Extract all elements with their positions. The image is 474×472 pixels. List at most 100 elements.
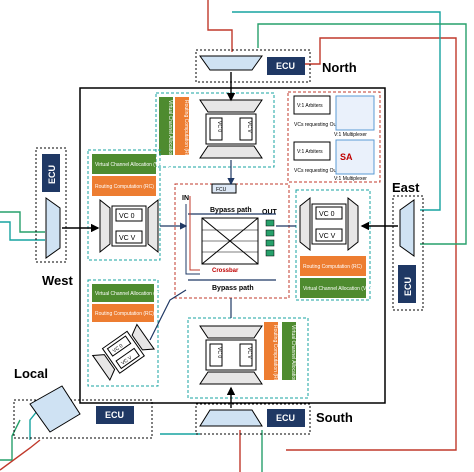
local-vc-box bbox=[101, 330, 145, 374]
north-vc0: VC 0 bbox=[216, 121, 222, 132]
south-buffer-bottom bbox=[199, 371, 263, 385]
west-port: ECU West bbox=[35, 147, 73, 288]
local-va-box bbox=[92, 284, 154, 302]
west-input-unit: Virtual Channel Allocation (VA) Routing … bbox=[62, 149, 163, 261]
east-rc-box bbox=[300, 256, 366, 276]
local-input-unit: Virtual Channel Allocation (VA) Routing … bbox=[87, 279, 163, 387]
south-vc0: VC 0 bbox=[216, 347, 222, 358]
north-ecu-label: ECU bbox=[276, 61, 295, 71]
wire-teal-bottom bbox=[29, 409, 39, 440]
south-ecu-label: ECU bbox=[276, 413, 295, 423]
west-va-label: Virtual Channel Allocation (VA) bbox=[95, 162, 163, 168]
west-va-box bbox=[92, 154, 156, 174]
west-buffer-left bbox=[99, 198, 111, 254]
out-label: OUT bbox=[262, 209, 278, 216]
east-ecu-box bbox=[398, 265, 416, 303]
south-input-unit: VC 0 VC V Routing Computation (RC) Virtu… bbox=[187, 317, 309, 408]
north-va-box bbox=[159, 97, 173, 155]
east-port: ECU East bbox=[392, 180, 424, 311]
local-vc0: VC 0 bbox=[112, 343, 125, 354]
south-buffer-top bbox=[199, 325, 263, 339]
east-vcv: VC V bbox=[319, 233, 336, 240]
switch-allocator-panel: V:1 Arbiters V:1 Arbiters VCs requesting… bbox=[287, 91, 381, 183]
east-buffer-right bbox=[347, 196, 359, 252]
west-buffer-right bbox=[147, 198, 159, 254]
north-va-label: Virtual Channel Allocation (VA) bbox=[167, 100, 173, 168]
east-buffer-left bbox=[299, 196, 311, 252]
out-ports bbox=[265, 219, 275, 257]
north-input-unit: Virtual Channel Allocation (VA) Routing … bbox=[155, 72, 275, 168]
west-rc-box bbox=[92, 176, 156, 196]
south-label: South bbox=[316, 410, 353, 425]
arbiters-box-1 bbox=[293, 95, 331, 115]
north-buffer-bottom bbox=[199, 145, 263, 159]
local-rc-label: Routing Computation (RC) bbox=[95, 311, 154, 317]
fcu-label: FCU bbox=[216, 187, 227, 193]
wire-red-top bbox=[286, 37, 457, 451]
wire-green-west bbox=[0, 211, 45, 233]
in-label: IN bbox=[182, 195, 189, 202]
east-mux-icon bbox=[399, 199, 415, 257]
south-va-box bbox=[282, 322, 296, 380]
arbiters-label-1: V:1 Arbiters bbox=[297, 103, 323, 109]
crossbar-core: FCU IN OUT Bypass path Bypass path Cross… bbox=[174, 183, 290, 299]
mux-label-2: V:1 Multiplexer bbox=[334, 176, 367, 182]
local-rc-box bbox=[92, 304, 154, 322]
bypass-bottom: Bypass path bbox=[212, 285, 254, 292]
arbiters-box-2 bbox=[293, 141, 331, 161]
local-dashed-frame bbox=[13, 399, 153, 439]
north-port: ECU North bbox=[195, 49, 357, 83]
wire-red-bottom bbox=[0, 439, 41, 471]
south-va-label: Virtual Channel Allocation (VA) bbox=[290, 325, 296, 393]
sa-grid-1 bbox=[335, 95, 375, 131]
north-dashed-frame bbox=[195, 49, 311, 83]
wire-green-bottom bbox=[0, 419, 21, 461]
south-ecu-box bbox=[267, 409, 305, 427]
vcs-req-2: VCs requesting Output ports bbox=[294, 168, 358, 174]
west-ecu-box bbox=[42, 154, 60, 192]
east-va-box bbox=[300, 278, 366, 298]
local-label: Local bbox=[14, 366, 48, 381]
wire-green-top bbox=[257, 23, 467, 245]
local-buffer-left bbox=[91, 354, 116, 382]
north-rc-box bbox=[175, 97, 189, 155]
west-vcv: VC V bbox=[119, 235, 136, 242]
east-va-label: Virtual Channel Allocation (VA) bbox=[303, 286, 371, 292]
west-mux-icon bbox=[45, 197, 61, 259]
local-va-label: Virtual Channel Allocation (VA) bbox=[95, 291, 163, 297]
sa-grid-2 bbox=[335, 139, 375, 175]
router-boundary bbox=[79, 87, 386, 404]
local-ecu-label: ECU bbox=[105, 410, 124, 420]
north-vcv: VC V bbox=[246, 121, 252, 133]
wire-teal-west bbox=[0, 221, 45, 241]
west-rc-label: Routing Computation (RC) bbox=[95, 184, 154, 190]
north-label: North bbox=[322, 60, 357, 75]
south-mux-icon bbox=[199, 409, 263, 427]
wire-red-north bbox=[207, 0, 233, 52]
local-port: ECU Local bbox=[13, 366, 153, 439]
east-input-unit: VC 0 VC V Routing Computation (RC) Virtu… bbox=[295, 189, 398, 301]
east-vc0: VC 0 bbox=[319, 211, 335, 218]
bypass-top: Bypass path bbox=[210, 207, 252, 214]
vcs-req-1: VCs requesting Output ports bbox=[294, 122, 358, 128]
east-ecu-label: ECU bbox=[403, 277, 413, 296]
west-ecu-label: ECU bbox=[47, 165, 57, 184]
wire-teal-top bbox=[232, 11, 441, 211]
north-ecu-box bbox=[267, 57, 305, 75]
fcu-box bbox=[211, 183, 237, 194]
north-buffer-top bbox=[199, 99, 263, 113]
south-port: ECU South bbox=[195, 403, 353, 435]
north-mux-icon bbox=[199, 55, 263, 71]
local-vcv: VC V bbox=[120, 355, 134, 367]
south-dashed-frame bbox=[195, 403, 311, 435]
local-mux-icon bbox=[29, 385, 81, 433]
internal-links bbox=[149, 160, 296, 341]
south-rc-label: Routing Computation (RC) bbox=[272, 325, 278, 384]
east-rc-label: Routing Computation (RC) bbox=[303, 264, 362, 270]
local-buffer-right bbox=[131, 323, 156, 351]
sa-label: SA bbox=[340, 152, 353, 162]
south-vcv: VC V bbox=[246, 347, 252, 359]
